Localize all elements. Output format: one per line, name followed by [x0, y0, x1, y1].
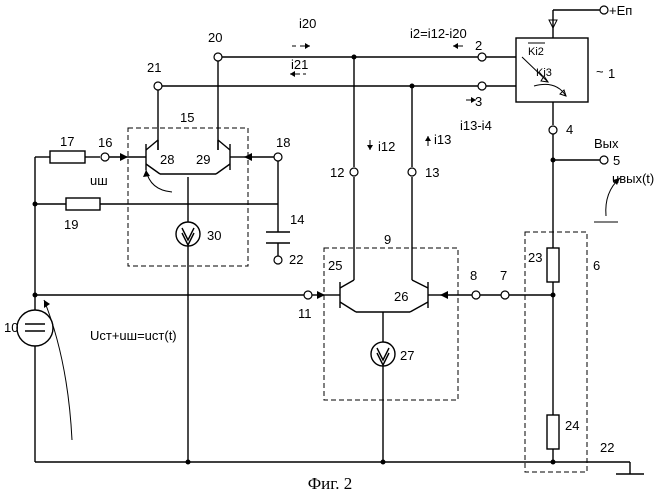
node-number-28: 28 [160, 152, 174, 167]
block1-gain-bottom: Ki3 [536, 67, 552, 79]
node-number-1: 1 [608, 66, 615, 81]
voltage-source-10 [17, 310, 53, 346]
source-voltage-label: Uст+uш=uст(t) [90, 328, 177, 343]
figure-caption: Фиг. 2 [0, 474, 660, 494]
node-number-4: 4 [566, 122, 573, 137]
node-number-2: 2 [475, 38, 482, 53]
resistor-23 [547, 248, 559, 282]
node-number-30: 30 [207, 228, 221, 243]
current-source-27 [371, 342, 395, 366]
node-number-18: 18 [276, 135, 290, 150]
node-number-22-upper: 22 [289, 252, 303, 267]
node-number-21: 21 [147, 60, 161, 75]
supply-label: +Eп [609, 3, 632, 18]
block1-gain-top: Ki2 [528, 46, 544, 58]
node-number-5: 5 [613, 153, 620, 168]
node-number-26: 26 [394, 289, 408, 304]
resistor-19 [66, 198, 100, 210]
node-number-11: 11 [298, 306, 312, 321]
node-number-12: 12 [330, 165, 344, 180]
resistor-24 [547, 415, 559, 449]
current-i20: i20 [299, 16, 316, 31]
node-number-6: 6 [593, 258, 600, 273]
node-number-23: 23 [528, 250, 542, 265]
node-number-25: 25 [328, 258, 342, 273]
block-1: Ki2 Ki3 ~ [516, 20, 604, 102]
node-number-14: 14 [290, 212, 304, 227]
capacitor-14 [266, 232, 290, 243]
node-number-29: 29 [196, 152, 210, 167]
current-i12: i12 [378, 139, 395, 154]
resistor-17 [50, 151, 85, 163]
node-number-17: 17 [60, 134, 74, 149]
node-number-9: 9 [384, 232, 391, 247]
current-i13: i13 [434, 132, 451, 147]
current-source-30 [176, 222, 200, 246]
noise-label: uш [90, 173, 108, 188]
node-number-7: 7 [500, 268, 507, 283]
output-voltage-label: uвых(t) [612, 171, 654, 186]
terminals [33, 6, 609, 465]
current-i2: i2=i12-i20 [410, 26, 467, 41]
node-number-19: 19 [64, 217, 78, 232]
node-number-8: 8 [470, 268, 477, 283]
node-number-3: 3 [475, 94, 482, 109]
output-label: Вых [594, 136, 619, 151]
node-number-27: 27 [400, 348, 414, 363]
resistors [50, 151, 559, 449]
current-i13-i4: i13-i4 [460, 118, 492, 133]
node-number-13: 13 [425, 165, 439, 180]
block1-tilde: ~ [596, 64, 604, 79]
node-number-16: 16 [98, 135, 112, 150]
node-number-20: 20 [208, 30, 222, 45]
wires [35, 10, 644, 474]
node-numbers: 1 2 3 4 5 6 7 8 9 10 11 12 13 14 15 16 1… [4, 30, 620, 455]
node-number-10: 10 [4, 320, 18, 335]
node-number-15: 15 [180, 110, 194, 125]
node-number-22-lower: 22 [600, 440, 614, 455]
block-6 [525, 232, 587, 472]
node-number-24: 24 [565, 418, 579, 433]
current-i21: i21 [291, 57, 308, 72]
